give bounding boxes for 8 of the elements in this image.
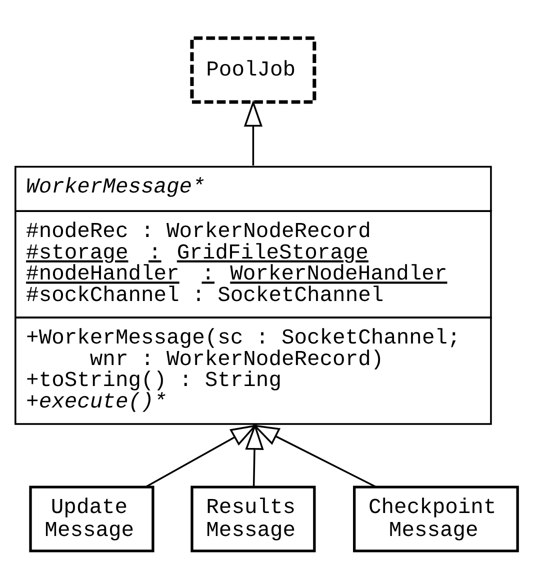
node-box: PoolJob bbox=[190, 36, 316, 104]
arrow bbox=[244, 100, 263, 165]
arrow bbox=[145, 424, 258, 488]
node-box: Update Message bbox=[29, 485, 154, 552]
node-box: Results Message bbox=[190, 485, 316, 552]
node-box: Checkpoint Message bbox=[353, 485, 519, 552]
arrow bbox=[245, 422, 264, 486]
arrow bbox=[252, 424, 377, 488]
